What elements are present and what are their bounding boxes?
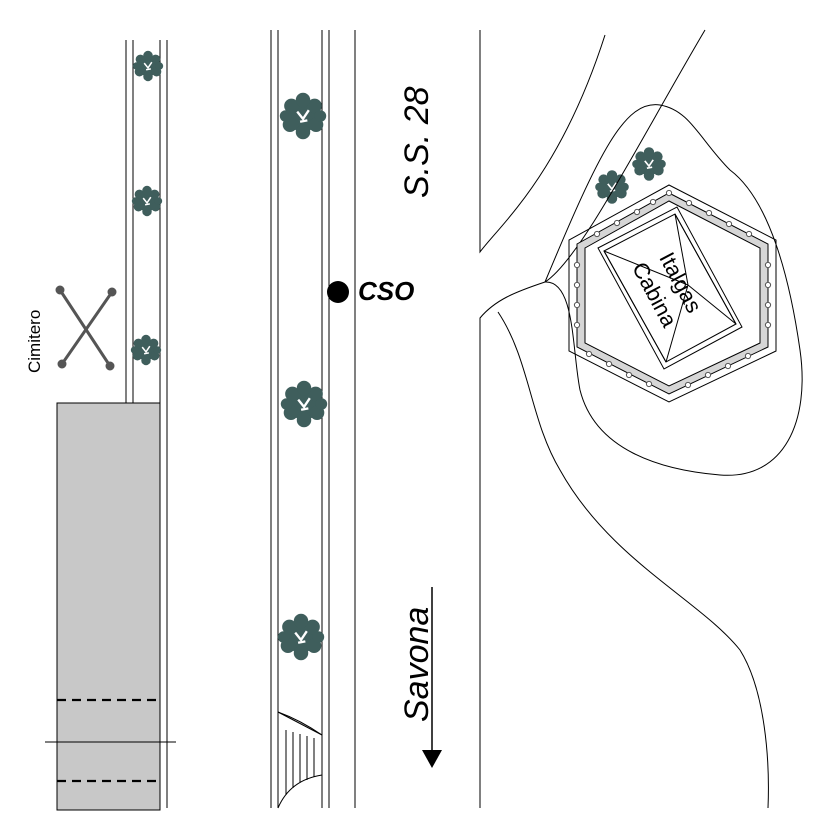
tree-icon	[631, 146, 667, 182]
direction-label: Savona	[398, 607, 436, 722]
cabin-lot	[497, 311, 769, 809]
tree-icon	[279, 379, 329, 429]
direction-arrow-icon	[422, 587, 442, 768]
road-label: S.S. 28	[398, 86, 436, 198]
cabin-building	[597, 206, 743, 370]
cemetery-cross-icon	[55, 285, 117, 371]
left-lane	[125, 40, 168, 808]
station-dot-icon	[327, 281, 349, 303]
tree-icon	[278, 91, 328, 141]
side-road	[479, 29, 706, 808]
tree-icon	[594, 169, 630, 205]
cemetery-label: Cimitero	[25, 310, 44, 373]
cabin-lot-inner	[544, 104, 803, 476]
tree-icon	[132, 50, 164, 82]
tree-icon	[131, 185, 163, 217]
hatched-area	[277, 711, 323, 809]
tree-icon	[276, 612, 326, 662]
tree-icon	[130, 334, 162, 366]
station-label: CSO	[358, 276, 414, 306]
main-road	[270, 30, 356, 808]
cemetery-building	[45, 402, 176, 811]
